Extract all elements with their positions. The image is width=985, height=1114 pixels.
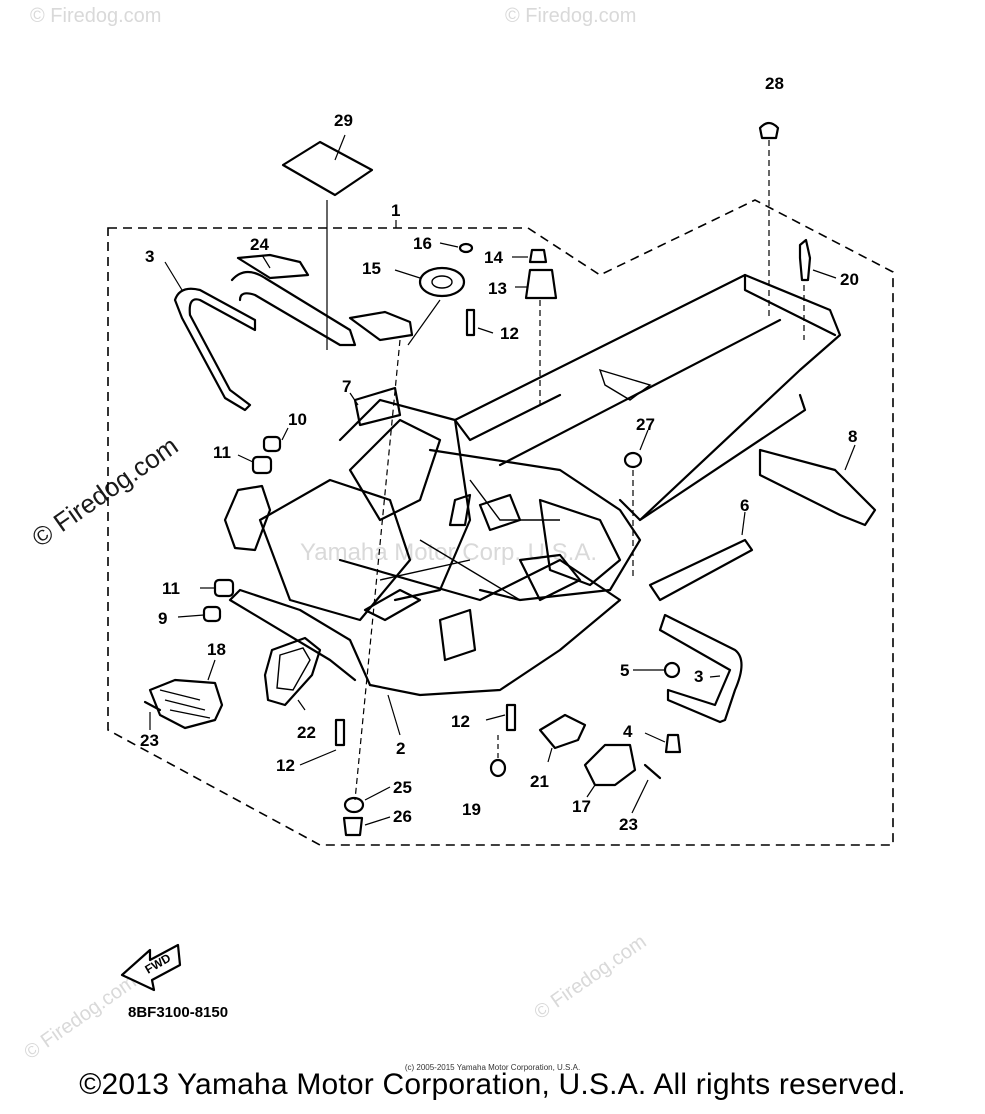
callout-3-right: 3 — [694, 667, 703, 686]
nut-5 — [663, 661, 681, 679]
callout-3-left: 3 — [145, 247, 154, 266]
callout-4: 4 — [623, 722, 633, 741]
callout-numbers: 1 2 3 3 4 5 6 7 8 9 10 11 11 12 12 12 12… — [140, 74, 859, 834]
callout-16: 16 — [413, 234, 432, 253]
callout-18: 18 — [207, 640, 226, 659]
callout-23-right: 23 — [619, 815, 638, 834]
watermark-bottom-left: © Firedog.com — [20, 971, 140, 1064]
cap-28 — [758, 121, 780, 140]
damper-11-lower — [213, 578, 235, 598]
damper-10 — [262, 435, 282, 453]
callout-14: 14 — [484, 248, 503, 267]
callout-12-lower: 12 — [451, 712, 470, 731]
callout-24: 24 — [250, 235, 269, 254]
callout-10: 10 — [288, 410, 307, 429]
watermark-top-mid: © Firedog.com — [505, 5, 636, 27]
callout-15: 15 — [362, 259, 381, 278]
fine-credit: (c) 2005-2015 Yamaha Motor Corporation, … — [404, 1063, 581, 1072]
callout-6: 6 — [740, 496, 749, 515]
callout-27: 27 — [636, 415, 655, 434]
bolt-12-center — [465, 308, 476, 337]
callout-12-left: 12 — [276, 756, 295, 775]
fwd-label: FWD — [143, 951, 174, 977]
nut-14 — [528, 248, 548, 264]
callout-1: 1 — [391, 201, 400, 220]
decal-29 — [281, 140, 374, 197]
callout-21: 21 — [530, 772, 549, 791]
callout-20: 20 — [840, 270, 859, 289]
grommet-19 — [489, 758, 507, 778]
callout-26: 26 — [393, 807, 412, 826]
callout-22: 22 — [297, 723, 316, 742]
copyright-notice: ©2013 Yamaha Motor Corporation, U.S.A. A… — [79, 1068, 906, 1101]
firedog-watermarks: © Firedog.com © Firedog.com © Firedog.co… — [20, 5, 650, 1064]
callout-29: 29 — [334, 111, 353, 130]
grommet-25 — [343, 796, 365, 814]
bolt-12-lower — [505, 703, 517, 732]
bumper-3-right — [658, 613, 743, 724]
steering-mount — [223, 484, 272, 552]
callout-11-upper: 11 — [213, 443, 231, 462]
callout-9: 9 — [158, 609, 167, 628]
bushing-15 — [418, 266, 466, 298]
bolt-12-left — [334, 718, 346, 747]
airbox-18 — [148, 678, 224, 730]
gasket-22 — [263, 636, 322, 707]
callout-2: 2 — [396, 739, 405, 758]
damper-11-upper — [251, 455, 273, 475]
watermark-top-left: © Firedog.com — [30, 5, 161, 27]
main-frame-2 — [228, 273, 877, 697]
bar-24 — [230, 270, 357, 347]
damper-9 — [202, 605, 222, 623]
callout-7: 7 — [342, 377, 351, 396]
callout-8: 8 — [848, 427, 857, 446]
mount-13 — [524, 268, 558, 300]
callout-19: 19 — [462, 800, 481, 819]
washer-16 — [458, 242, 474, 254]
bumper-3-left — [173, 287, 257, 412]
callout-25: 25 — [393, 778, 412, 797]
callout-11-lower: 11 — [162, 579, 180, 598]
callout-13: 13 — [488, 279, 507, 298]
screw-23-left — [143, 700, 162, 712]
watermark-bottom-mid: © Firedog.com — [530, 931, 650, 1024]
callout-28: 28 — [765, 74, 784, 93]
callout-17: 17 — [572, 797, 591, 816]
cover-17 — [583, 743, 637, 787]
pin-20 — [798, 238, 812, 282]
cap-26 — [342, 816, 364, 837]
rail-6 — [648, 538, 754, 602]
callout-12-center: 12 — [500, 324, 519, 343]
gasket-21 — [538, 713, 587, 750]
callout-5: 5 — [620, 661, 629, 680]
part-code: 8BF3100-8150 — [128, 1004, 229, 1021]
assembly-boundary — [107, 199, 894, 846]
callout-23-left: 23 — [140, 731, 159, 750]
watermark-left-firedog: © Firedog.com — [26, 430, 183, 553]
grommet-27 — [623, 451, 643, 469]
screw-23-right — [643, 763, 662, 780]
bracket-7 — [353, 386, 402, 427]
bolt-4 — [664, 733, 682, 754]
